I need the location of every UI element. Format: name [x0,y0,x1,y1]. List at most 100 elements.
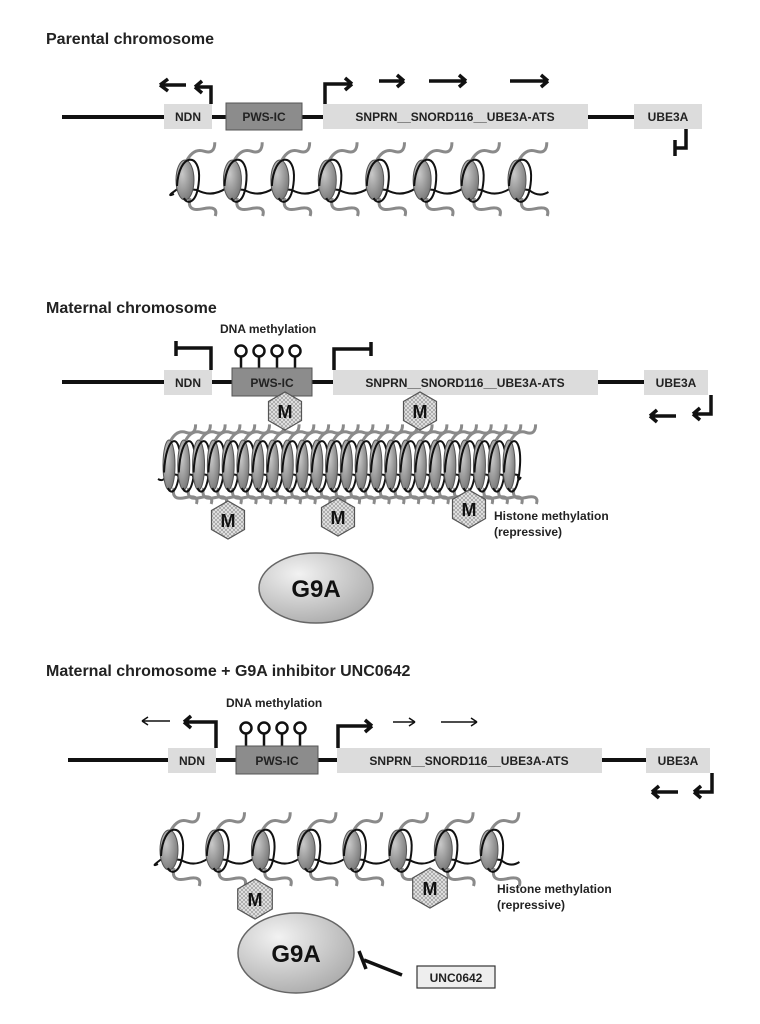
dna-wrap [297,828,322,873]
methyl-hexagon-icon [402,391,438,431]
dna-wrap [223,158,248,203]
methyl-lollipop-icon [275,721,289,735]
histone-tail [375,424,405,443]
histone-tail [442,812,475,833]
histone-tail [511,487,539,505]
histone-tail [260,812,292,833]
panel-parental: Parental chromosome NDN PWS-IC SNPRN__SN… [46,31,702,217]
histone-methylation-label: Histone methylation [497,882,612,896]
transcription-arrows [141,714,714,800]
chromatin-compact [157,424,539,505]
linker-dna [153,856,520,867]
histone-methylation-sublabel: (repressive) [494,525,562,539]
panel-maternal: Maternal chromosome DNA methylation NDN … [46,300,713,624]
histone-methyl-marks: MM [237,867,448,920]
histone-tail [449,424,478,443]
methyl-label: M [462,500,477,520]
histone-tail [232,142,264,163]
gene-box-pws-ic [235,745,319,775]
histone-tail [491,867,522,887]
gene-label-snrpn-cluster: SNPRN__SNORD116__UBE3A-ATS [365,376,564,390]
gene-box-ube3a [644,370,708,395]
nucleosome [317,159,337,201]
arrow-right-icon [429,73,468,89]
nucleosome [479,829,499,871]
histone-tail [508,424,538,443]
inhibition-icon [357,950,403,977]
histone-tail [377,197,408,217]
g9a-label: G9A [271,941,320,968]
gene-box-ndn [164,370,212,395]
histone-tail [421,142,454,163]
dna-wrap [434,828,459,873]
dna-wrap [205,828,230,873]
promoter-arrow-right-icon [336,718,374,748]
dna-wrap [413,158,438,203]
panel-maternal-inhibitor: Maternal chromosome + G9A inhibitor UNC0… [46,663,714,994]
histone-tail [272,424,301,443]
dna-wrap [365,158,390,203]
histone-tail [330,197,360,217]
histone-tail [354,867,385,887]
promoter-arrow-left-icon [182,714,218,748]
methyl-lollipop-icon [239,721,253,735]
methyl-hexagon-icon [210,500,246,540]
histone-tail [326,142,359,163]
histone-tail [360,424,390,443]
gene-label-ube3a: UBE3A [658,754,699,768]
nucleosome [296,829,316,871]
linker-dna [169,186,549,197]
histone-tail [198,424,227,443]
gene-box-ube3a [634,104,702,129]
dna-wrap [270,158,295,203]
arrow-left-icon [650,784,678,800]
gene-label-snrpn-cluster: SNPRN__SNORD116__UBE3A-ATS [355,110,554,124]
methyl-hexagon-icon [267,391,303,431]
methyl-label: M [248,890,263,910]
promoter-repressed-icon [332,342,373,370]
gene-label-pws-ic: PWS-IC [242,110,286,124]
dna-wrap [460,158,485,203]
gene-box-ndn [164,104,212,129]
dna-methylation-marks [239,721,307,746]
promoter-repressed-icon [174,341,213,370]
inhibitor-box [416,965,496,989]
nucleosome [342,829,362,871]
nucleosome [388,829,408,871]
histone-tail [242,424,272,443]
histone-methylation-sublabel: (repressive) [497,898,565,912]
histone-tail [469,142,501,163]
dna-wrap [318,158,343,203]
histone-tail [214,812,247,833]
transcription-arrows [158,73,688,156]
chromatin-open [153,812,522,887]
histone-tail [316,424,345,443]
chromatin-open [169,142,550,217]
methyl-hexagon-icon [451,489,487,529]
dna-wrap [251,828,276,873]
gene-label-ube3a: UBE3A [656,376,697,390]
dna-wrap [480,828,505,873]
methyl-label: M [413,402,428,422]
methyl-lollipop-icon [252,344,266,358]
histone-tail [464,424,493,443]
histone-tail [217,867,248,887]
promoter-arrow-right-icon [323,82,352,104]
dna-wrap [388,828,413,873]
gene-box-pws-ic [225,102,303,131]
histone-tail [171,867,202,887]
nucleosome [205,829,225,871]
histone-tail [405,424,434,443]
gene-label-ube3a: UBE3A [648,110,689,124]
histone-tail [390,424,419,443]
dna-methylation-label: DNA methylation [220,322,316,336]
histone-tail [184,142,217,163]
dna-wrap [508,158,533,203]
nucleosome [412,159,432,201]
dna-wrap [176,158,201,203]
histone-tail [434,424,464,443]
histone-tail [279,142,312,163]
nucleosome [507,159,527,201]
histone-tail [213,424,242,443]
